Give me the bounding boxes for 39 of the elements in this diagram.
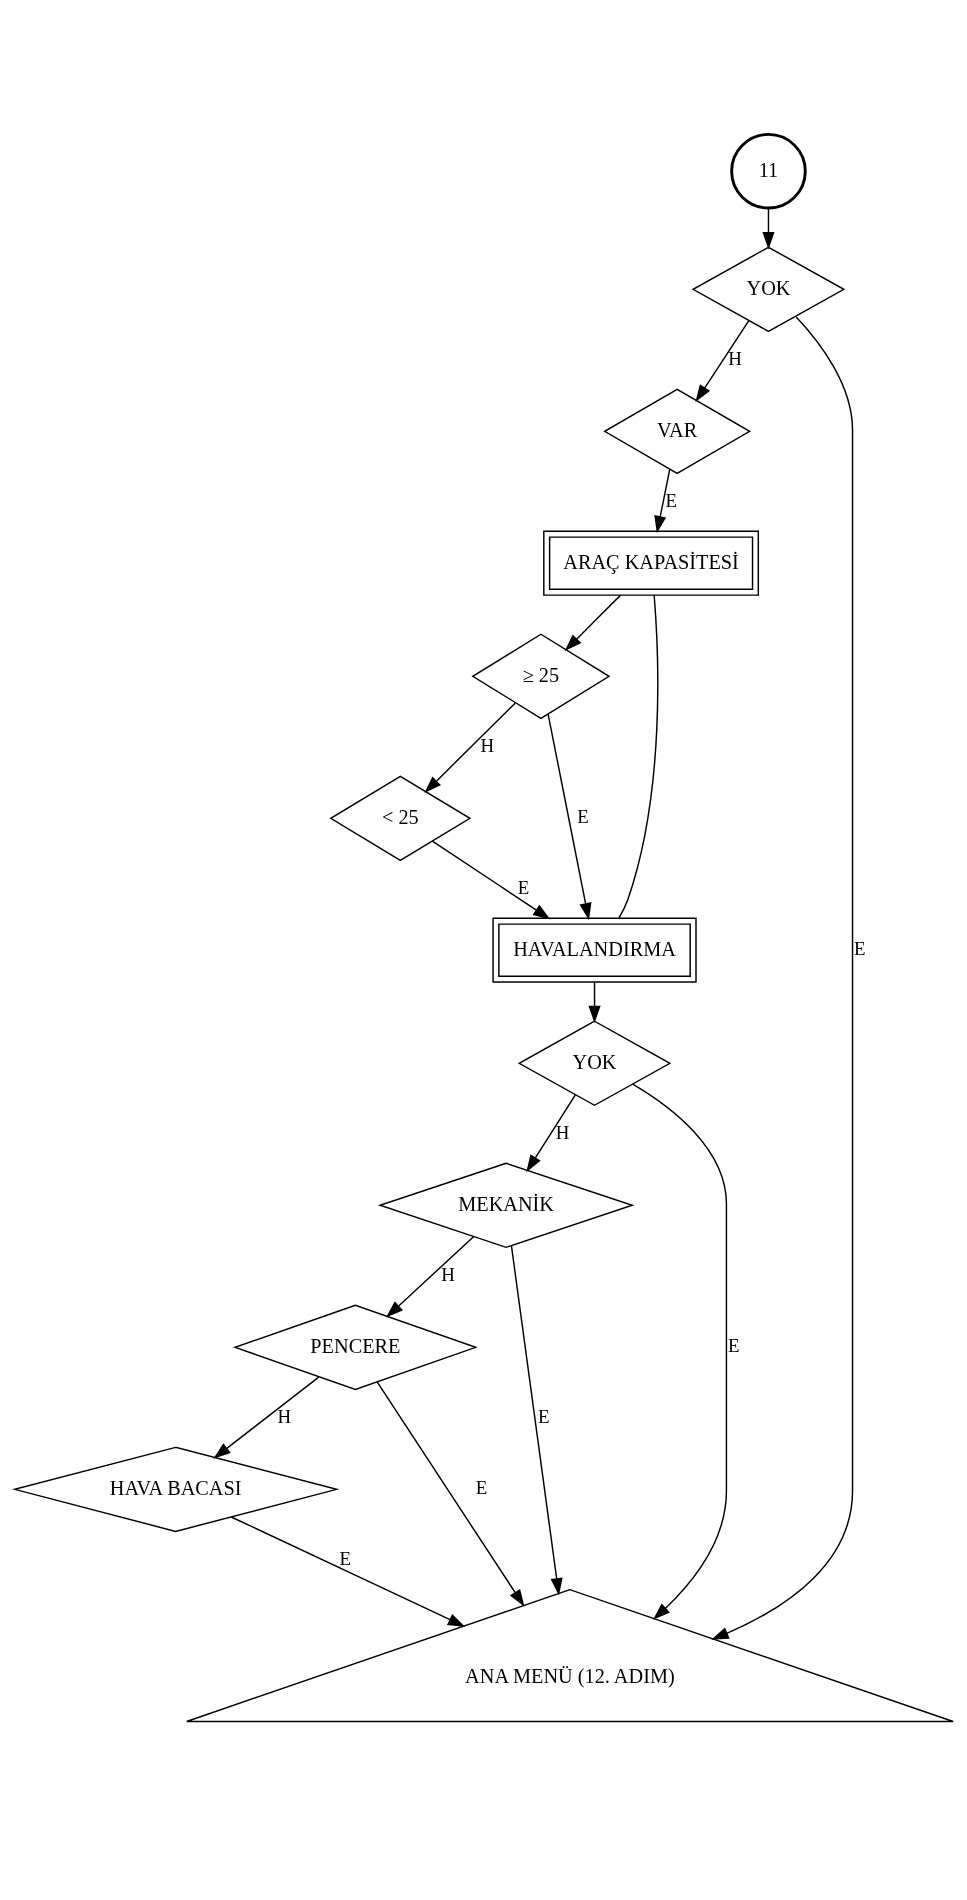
node-diamond: YOK	[691, 246, 845, 333]
edge-label: E	[665, 490, 677, 512]
node-diamond: PENCERE	[232, 1304, 478, 1391]
arrow	[423, 702, 516, 794]
arrow	[694, 320, 749, 403]
edge-label: E	[517, 877, 529, 899]
arrow	[710, 316, 853, 1640]
node-diamond: HAVA BACASI	[11, 1446, 339, 1533]
node-box: HAVALANDIRMA	[491, 917, 697, 983]
arrow	[653, 468, 670, 534]
node-diamond: VAR	[602, 388, 751, 475]
arrow	[564, 594, 621, 652]
arrow	[385, 1235, 475, 1318]
edge-label: E	[853, 938, 866, 960]
arrow	[761, 207, 775, 250]
edge-label: H	[440, 1264, 455, 1286]
arrow	[525, 1094, 576, 1173]
arrow	[510, 1245, 563, 1596]
node-diamond: YOK	[517, 1020, 671, 1107]
edge-label: H	[727, 348, 742, 370]
edge-label: E	[576, 806, 589, 828]
connector	[617, 594, 658, 919]
node-circle: 11	[729, 132, 807, 210]
arrow	[375, 1381, 524, 1607]
edge-label: E	[727, 1335, 739, 1357]
edge-label: H	[277, 1406, 291, 1428]
edge-label: E	[338, 1548, 351, 1570]
node-diamond: MEKANİK	[377, 1162, 635, 1249]
arrow	[587, 981, 601, 1024]
arrow	[546, 713, 592, 921]
edge-label: H	[555, 1122, 569, 1144]
node-box: ARAÇ KAPASİTESİ	[542, 530, 759, 596]
edge-label: H	[479, 735, 494, 757]
edge-label: E	[475, 1477, 487, 1499]
edge-label: E	[537, 1406, 550, 1428]
arrow	[230, 1516, 465, 1627]
arrow	[431, 840, 550, 920]
arrow	[631, 1083, 727, 1620]
arrow	[212, 1376, 320, 1459]
